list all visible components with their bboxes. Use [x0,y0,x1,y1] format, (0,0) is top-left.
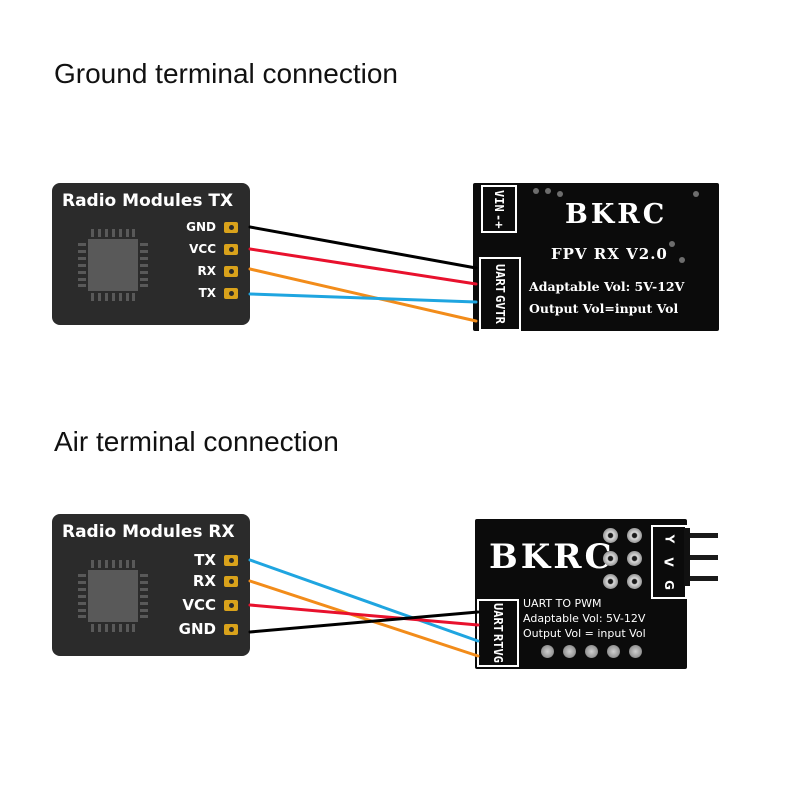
header-pad [627,528,642,543]
via [545,188,551,194]
chip-icon [78,560,148,632]
uart-pins-label: RTVG [491,634,505,663]
pin-label: TX [198,286,216,300]
tx-pin-gnd: GND [186,217,238,237]
air-section-title: Air terminal connection [54,426,339,457]
wire-tx [248,292,478,304]
vin-label: VIN [492,189,506,212]
pwm-pin-label: V [661,557,676,567]
header-pad [603,528,618,543]
wire-vcc [248,247,478,286]
bottom-pad [607,645,620,658]
solder-pad [224,623,238,635]
board-brand: BKRC [489,537,615,577]
board-adaptable-voltage: Adaptable Vol: 5V-12V [529,279,685,294]
solder-pad [224,221,238,233]
via [533,188,539,194]
pwm-pin-label: Y [661,534,676,544]
solder-pad [224,575,238,587]
vin-pins-label: -+ [492,213,506,229]
wire-vcc [248,603,480,627]
tx-radio-module: Radio Modules TX GND VCC RX TX [52,183,250,325]
pin-label: RX [192,572,216,590]
rx-radio-module: Radio Modules RX TX RX VCC GND [52,514,250,656]
uart-to-pwm-board: BKRC Y V G UART RTVG UART TO PWM Adaptab… [475,519,687,669]
uart-connector: UART GVTR [479,257,521,331]
pin-label: GND [178,620,216,638]
board-brand: BKRC [565,199,668,230]
solder-pad [224,243,238,255]
tx-pin-rx: RX [197,261,238,281]
pin-label: RX [197,264,217,278]
board-model: FPV RX V2.0 [551,245,668,263]
pin-label: TX [194,551,216,569]
pwm-pin-label: G [661,580,676,591]
bottom-pad [585,645,598,658]
via [669,241,675,247]
bottom-pad [563,645,576,658]
vin-connector: VIN -+ [481,185,517,233]
pwm-connector: Y V G [651,525,687,599]
tx-pin-vcc: VCC [189,239,238,259]
header-pad [627,551,642,566]
pin-label: VCC [189,242,216,256]
board-output-voltage: Output Vol=input Vol [529,301,679,316]
bottom-pad [541,645,554,658]
rx-module-title: Radio Modules RX [62,522,235,542]
rx-pin-tx: TX [194,550,238,570]
chip-icon [78,229,148,301]
wire-tx [248,558,480,643]
header-pad [603,574,618,589]
header-pad [627,574,642,589]
uart-connector: UART RTVG [477,599,519,667]
wire-rx [248,267,478,323]
pin-label: GND [186,220,216,234]
fpv-rx-board: VIN -+ BKRC FPV RX V2.0 UART GVTR Adapta… [473,183,719,331]
uart-label: UART [493,264,507,293]
via [557,191,563,197]
solder-pad [224,287,238,299]
wire-gnd [248,610,480,634]
board-function: UART TO PWM [523,597,602,610]
via [679,257,685,263]
rx-pin-gnd: GND [179,619,238,639]
wire-rx [248,579,480,658]
rx-pin-vcc: VCC [182,595,238,615]
ground-section-title: Ground terminal connection [54,58,398,89]
solder-pad [224,265,238,277]
pin-label: VCC [182,596,216,614]
header-pins [684,528,718,586]
uart-pins-label: GVTR [493,295,507,324]
solder-pad [224,599,238,611]
solder-pad [224,554,238,566]
board-adaptable-voltage: Adaptable Vol: 5V-12V [523,612,646,625]
wire-gnd [248,225,478,270]
uart-label: UART [491,603,505,632]
bottom-pad [629,645,642,658]
board-output-voltage: Output Vol = input Vol [523,627,646,640]
via [693,191,699,197]
tx-pin-tx: TX [199,283,238,303]
rx-pin-rx: RX [193,571,238,591]
header-pad [603,551,618,566]
tx-module-title: Radio Modules TX [62,191,234,211]
